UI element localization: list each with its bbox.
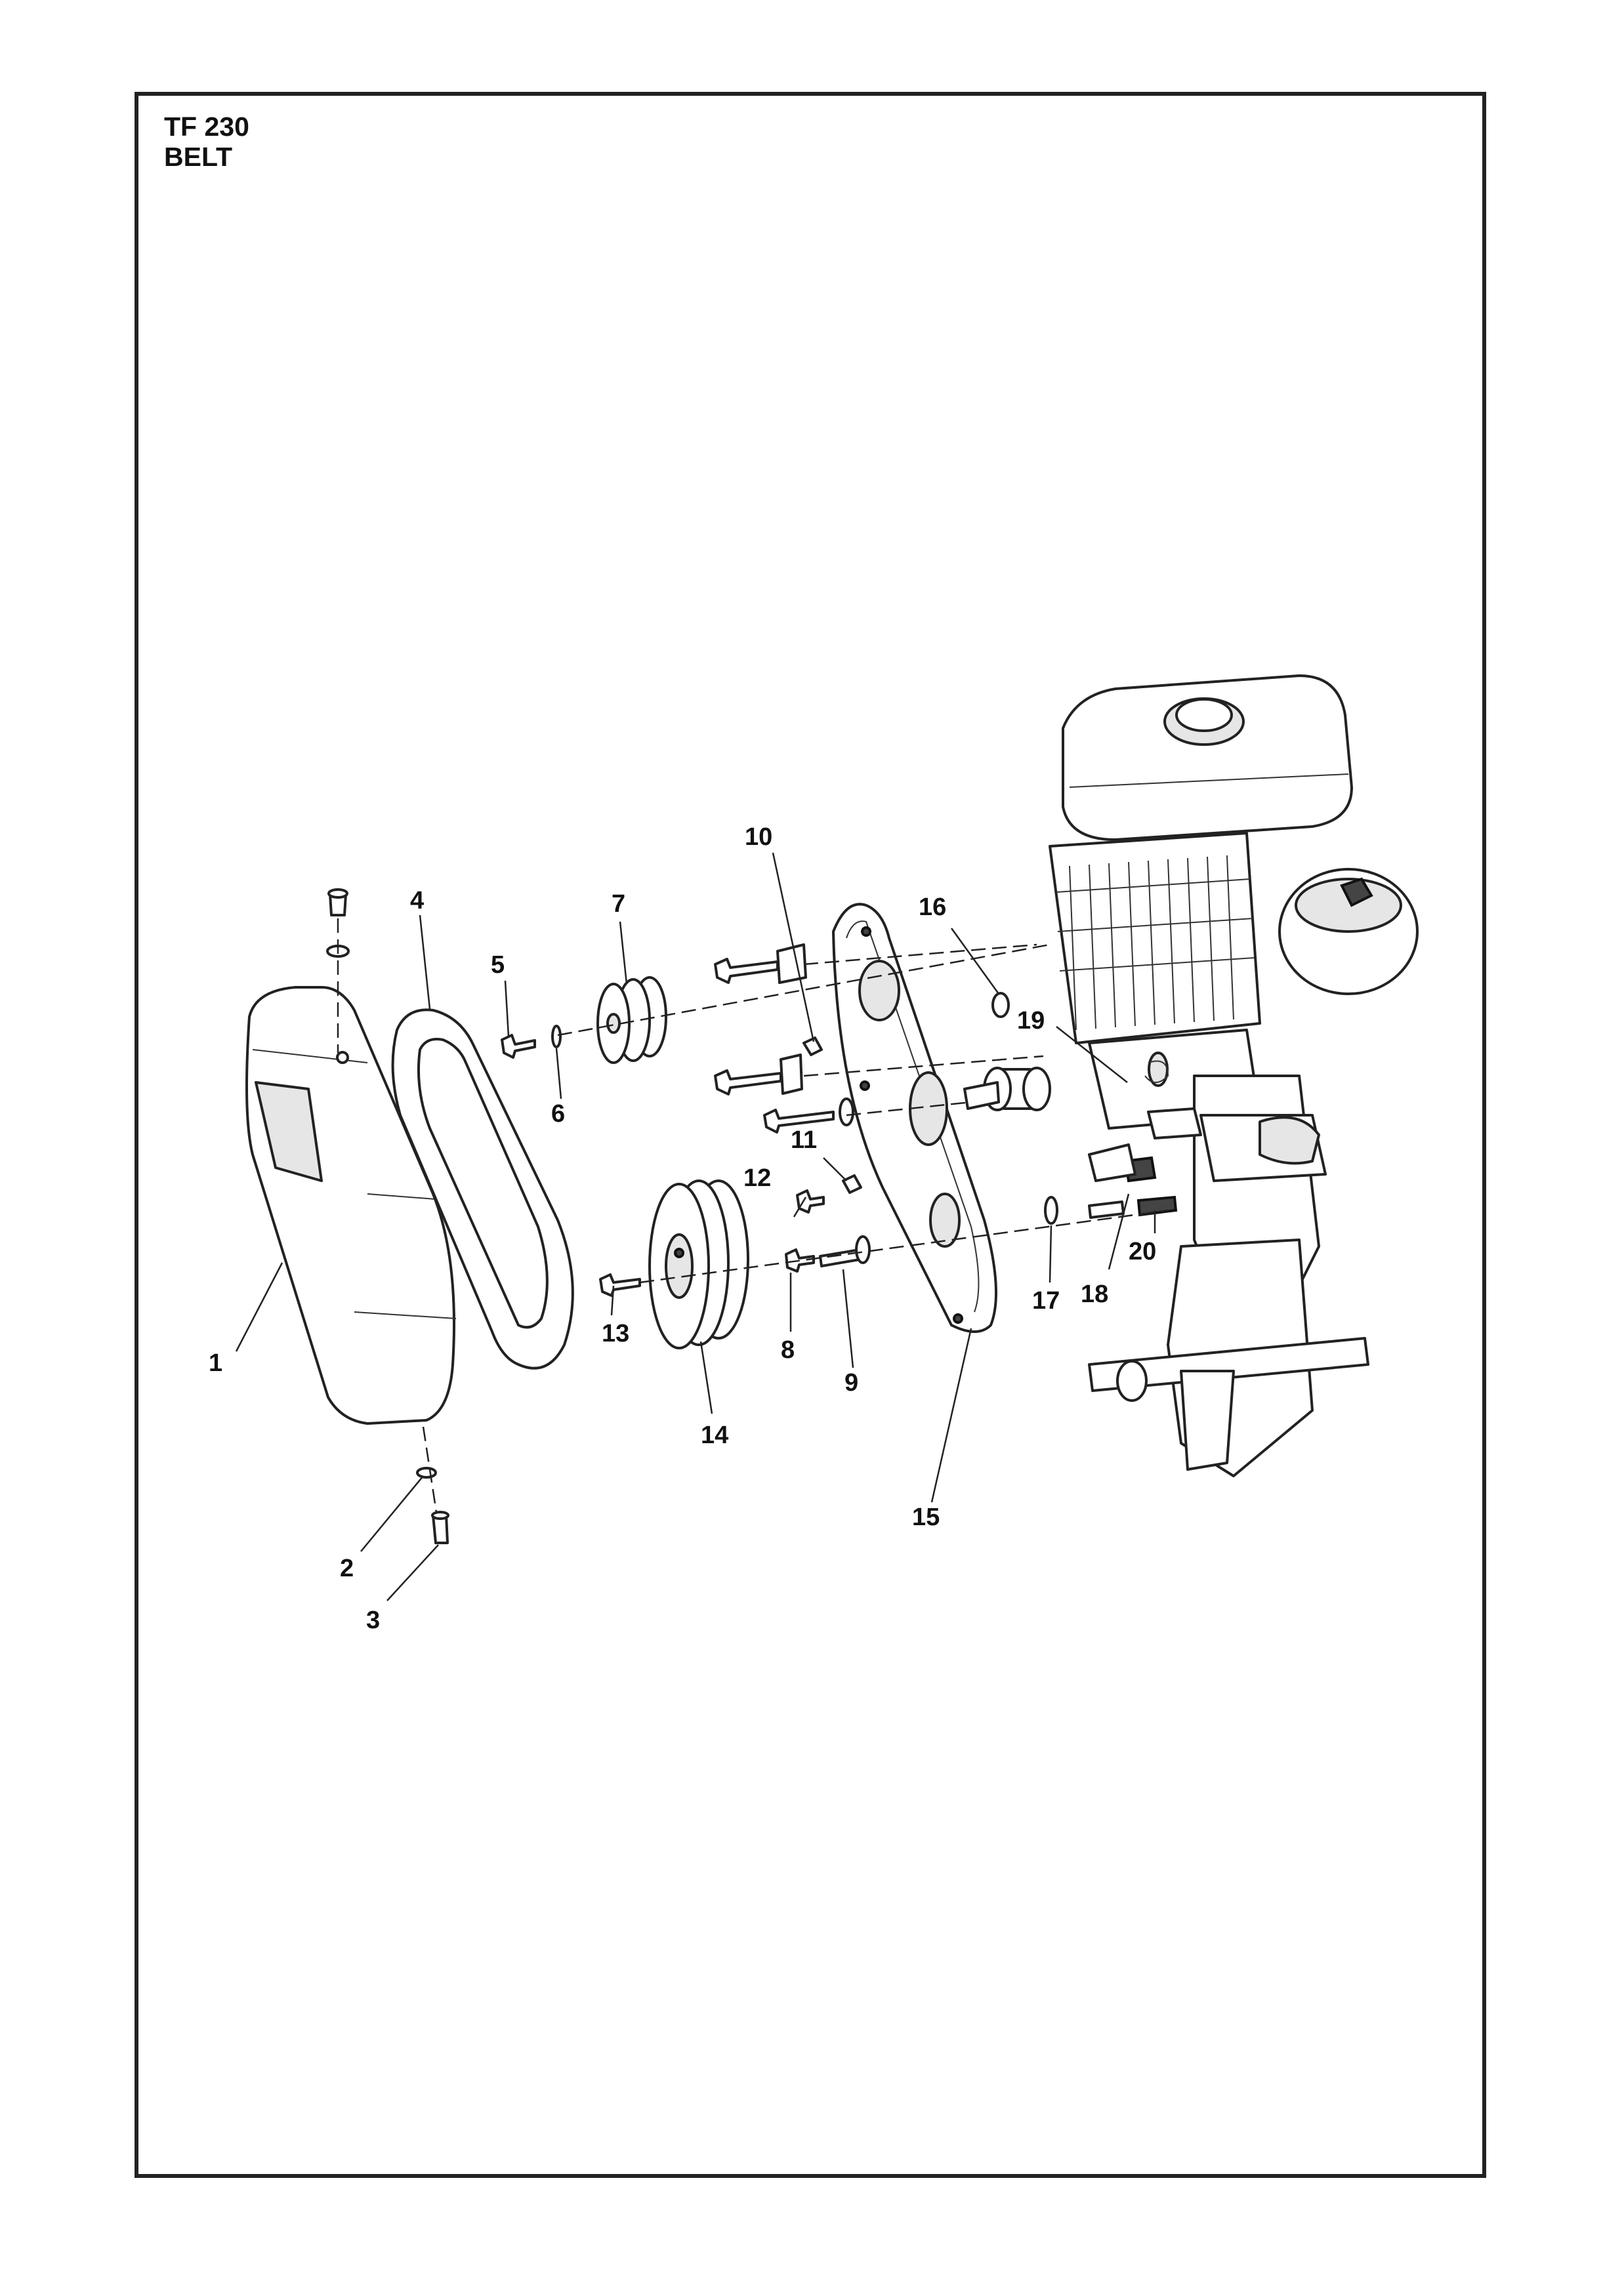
- callout-10: 10: [745, 823, 772, 851]
- callout-2: 2: [340, 1555, 354, 1582]
- callout-14: 14: [701, 1422, 728, 1449]
- callout-12: 12: [743, 1164, 771, 1192]
- bracket-bolts: [714, 943, 807, 1096]
- cover-screw-bottom: [416, 1426, 449, 1544]
- callout-labels: 1 2 3 4 5 6 7 8 9 10 11 12 13 14 15 16 1…: [209, 823, 1156, 1634]
- engine-assembly: [1049, 674, 1419, 1477]
- callout-9: 9: [844, 1369, 858, 1397]
- belt-cover: [245, 986, 457, 1425]
- leader-lines: [235, 852, 1156, 1601]
- page-frame: [135, 92, 1486, 2178]
- belt-guard-plate: [832, 903, 997, 1333]
- callout-8: 8: [781, 1336, 795, 1364]
- engine-pulley: [596, 976, 667, 1064]
- callout-20: 20: [1129, 1238, 1156, 1265]
- page-title: TF 230 BELT: [164, 112, 249, 172]
- callout-11: 11: [791, 1126, 817, 1154]
- assembly-axes: [557, 943, 1169, 1284]
- callout-7: 7: [612, 890, 625, 918]
- pulley-bolt: [599, 1273, 641, 1297]
- callout-19: 19: [1017, 1007, 1045, 1035]
- callout-17: 17: [1032, 1287, 1060, 1315]
- drive-belt: [391, 1008, 574, 1370]
- gearbox-pulley: [648, 1179, 749, 1349]
- callout-18: 18: [1081, 1281, 1108, 1308]
- callout-1: 1: [209, 1349, 222, 1377]
- cover-screw-top: [326, 888, 350, 1053]
- tensioner-parts: [963, 992, 1178, 1225]
- callout-4: 4: [410, 887, 424, 914]
- lower-bolts: [785, 1235, 871, 1273]
- callout-16: 16: [919, 893, 946, 921]
- callout-6: 6: [551, 1100, 565, 1128]
- model-label: TF 230: [164, 112, 249, 142]
- callout-5: 5: [491, 951, 505, 979]
- callout-13: 13: [602, 1320, 629, 1347]
- callout-3: 3: [366, 1607, 380, 1634]
- small-fasteners: [763, 1036, 862, 1214]
- section-label: BELT: [164, 142, 233, 172]
- callout-15: 15: [912, 1504, 940, 1531]
- idler-bolt-washer: [501, 1025, 562, 1059]
